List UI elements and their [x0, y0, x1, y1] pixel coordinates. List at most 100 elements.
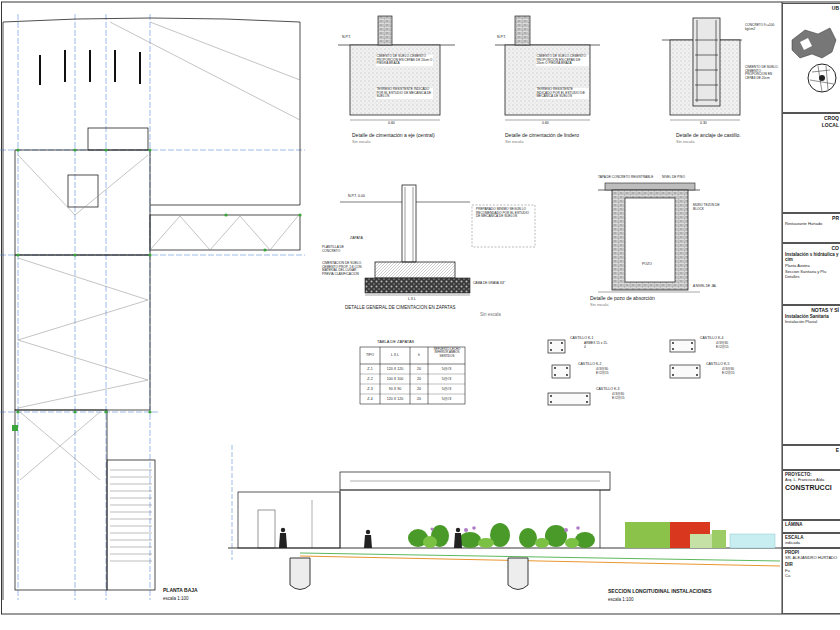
column-anchor-detail	[662, 18, 742, 120]
column-label: CASTILLO K-5	[706, 362, 729, 366]
material-note: CIMIENTO DE SUELO-CEMENTO PROPORCION EN …	[745, 66, 779, 81]
author-panel: PROYECTO:Arq. L. Francisco AldaCONSTRUCC…	[782, 470, 840, 520]
column-label: CASTILLO K-4	[700, 336, 723, 340]
reinforcement-note: 4#3@30 E#2@15	[596, 368, 620, 375]
level-mark: A NIVEL DE JAL	[693, 285, 717, 289]
project-panel: PRRestaurante Hurtado	[782, 213, 840, 243]
sheet-frame	[2, 2, 840, 614]
panel-heading: PROYECTO:	[785, 472, 839, 477]
element-label: POZO	[642, 262, 652, 266]
table-cell: 120 X 120	[380, 397, 410, 401]
drawing-title: SECCION LONGITUDINAL INSTALACIONES	[608, 589, 712, 595]
panel-text: Detalles	[785, 275, 839, 280]
reinforcement-note: 4#3@30 E#2@15	[716, 342, 740, 349]
panel-text: Fu	[785, 569, 839, 574]
level-mark: NIVEL DE PISO	[662, 176, 685, 180]
material-note: PREPARADO MINIMO SEGUN LO RECOMENDADO PO…	[476, 208, 532, 219]
ground-floor-plan	[0, 14, 305, 600]
scale-note: Sin escala	[590, 303, 608, 308]
element-label: ZAPATA	[350, 236, 363, 240]
panel-text: Instalación Sanitaria	[785, 314, 839, 319]
panel-text: indicada	[785, 541, 839, 546]
column-sections	[548, 340, 700, 405]
table-cell: 20	[410, 367, 428, 371]
table-cell: 20	[410, 377, 428, 381]
column-label: CASTILLO K-1	[570, 336, 593, 340]
scale-panel: ESCALAindicada	[782, 533, 840, 548]
table-cell: REFUERZO LECHO INFERIOR AMBOS SENTIDOS	[429, 348, 465, 358]
panel-heading: CROQ	[785, 115, 839, 121]
longitudinal-section	[228, 445, 782, 590]
detail-title: Detalle de pozo de absorción	[590, 296, 655, 302]
drawing-title: PLANTA BAJA	[163, 588, 198, 594]
material-note: CIMIENTO DE SUELO-CEMENTO PROPORCION EN …	[376, 55, 433, 66]
dimension: 0.60	[542, 121, 549, 125]
panel-text: SR. ALEJANDRO HURTADO	[785, 556, 839, 561]
level-mark: N.P.T.	[342, 35, 351, 39]
table-cell: Z-4	[360, 397, 380, 401]
panel-text: CONSTRUCCI	[785, 484, 839, 492]
level-mark: N.P.T.	[497, 35, 506, 39]
detail-title: Detalle de anclaje de castillo.	[676, 133, 741, 139]
material-note: CIMENTACION DE SUELO-CEMENTO PROP. 1:8 C…	[322, 262, 364, 277]
panel-heading: LÁMINA	[785, 522, 839, 527]
reinforcement-note: 4#3@30 E#2@15	[722, 368, 746, 375]
reinforcement-note: ARMEX 15 x 15-4	[584, 342, 608, 349]
owner-panel: PROPISR. ALEJANDRO HURTADODIRFuCu	[782, 548, 840, 614]
material-note: PLANTILLA DE CONCRETO	[322, 246, 362, 253]
panel-text: Cu	[785, 574, 839, 579]
reinforcement-note: 4#3@30 E#2@15	[612, 393, 636, 400]
scale-note: escala 1:100	[608, 597, 634, 602]
panel-text: DIR	[785, 562, 839, 567]
material-note: CIMIENTO DE SUELO-CEMENTO PROPORCION EN …	[536, 55, 589, 66]
column-label: CASTILLO K-3	[596, 387, 619, 391]
panel-heading: PR	[785, 215, 839, 221]
material-note: TAPA DE CONCRETO REGISTRABLE	[598, 176, 653, 180]
content-panel: COInstalación s hidráulica y cimPlanta A…	[782, 243, 840, 305]
table-cell: 120 X 120	[380, 367, 410, 371]
panel-heading: ESCALA	[785, 535, 839, 540]
column-label: CASTILLO K-2	[578, 362, 601, 366]
table-cell: 20	[410, 397, 428, 401]
scale-note: Sin escala	[480, 312, 501, 317]
detail-title: Detalle de cimentación de lindero	[505, 133, 579, 139]
foundation-detail-boundary	[495, 16, 600, 120]
footing-detail	[340, 185, 535, 295]
absorption-well-detail	[598, 183, 700, 292]
panel: E	[782, 445, 840, 470]
table-cell: 5@#3	[428, 377, 465, 381]
scale-note: escala 1:100	[163, 596, 189, 601]
location-panel: UB	[782, 3, 840, 113]
level-mark: N.P.T. 0.00	[348, 194, 365, 198]
panel-text: LOCAL	[785, 122, 839, 128]
panel-text: Planta Azotea	[785, 264, 839, 269]
detail-title: DETALLE GENERAL DE CIMENTACION EN ZAPATA…	[345, 305, 455, 310]
material-note: CONCRETO f'c=100 kg/cm2	[745, 24, 779, 31]
table-cell: L X L	[380, 353, 410, 357]
table-cell: 20	[410, 387, 428, 391]
table-cell: TIPO	[360, 353, 380, 357]
panel-heading: CO	[785, 245, 839, 251]
footing-table	[360, 347, 465, 404]
scale-note: Sin escala	[505, 140, 523, 145]
table-cell: Z-1	[360, 367, 380, 371]
table-cell: 5@#3	[428, 387, 465, 391]
table-cell: h	[410, 353, 428, 357]
table-cell: 90 X 90	[380, 387, 410, 391]
table-cell: 100 X 100	[380, 377, 410, 381]
scale-note: Sin escala	[676, 140, 694, 145]
table-title: TABLA DE ZAPATAS	[377, 340, 414, 345]
material-note: TERRENO RESISTENTE INDICADO POR EL ESTUD…	[376, 88, 433, 99]
sketch-panel: CROQLOCAL	[782, 113, 840, 213]
material-note: CAMA DE GRAVA 3/4"	[473, 282, 505, 286]
material-note: MURO TEZON DE BLOCK	[693, 204, 723, 211]
dimension: L X L	[408, 297, 416, 301]
dimension: 0.30	[700, 121, 707, 125]
table-cell: Z-3	[360, 387, 380, 391]
panel-heading: UB	[785, 5, 839, 11]
material-note: TERRENO RESISTENTE INDICADO POR EL ESTUD…	[536, 88, 589, 99]
panel-text: Seccion Sanitaria y Plu	[785, 270, 839, 275]
detail-title: Detalle de cimentación a eje (central)	[352, 133, 435, 139]
dimension: 0.60	[388, 121, 395, 125]
